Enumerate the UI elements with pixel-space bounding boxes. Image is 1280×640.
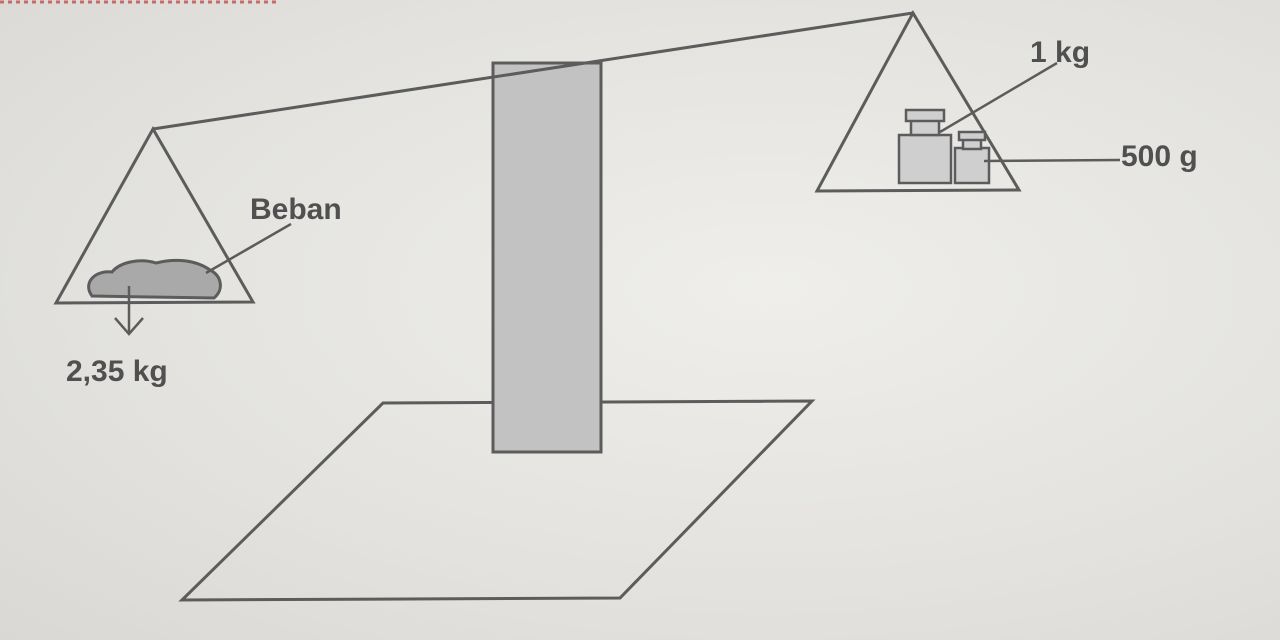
base-platform xyxy=(178,399,816,602)
load-leader-line xyxy=(205,222,292,275)
weight-1kg-leader-line xyxy=(939,61,1058,134)
load-label: Beban xyxy=(250,193,342,226)
left-pan xyxy=(53,125,256,305)
load-mass-label: 2,35 kg xyxy=(66,355,168,388)
force-arrow-head xyxy=(114,317,144,336)
weight-1kg xyxy=(897,108,953,185)
weight-500g-label: 500 g xyxy=(1121,140,1198,173)
beam xyxy=(152,11,914,131)
right-pan xyxy=(814,9,1022,193)
weight-500g xyxy=(953,130,991,185)
weight-500g-leader-line xyxy=(983,158,1121,163)
load-object xyxy=(87,258,222,300)
pillar xyxy=(491,61,603,454)
weight-1kg-label: 1 kg xyxy=(1030,36,1090,69)
